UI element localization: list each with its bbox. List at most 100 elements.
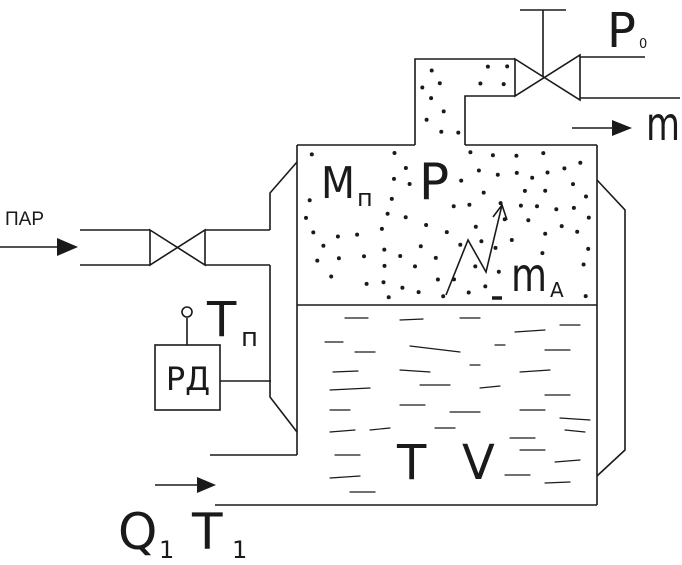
steam-dot (562, 166, 567, 171)
right-jacket (596, 179, 626, 477)
steam-dot (571, 205, 576, 210)
outlet-pipe-inner-wall (464, 95, 515, 145)
steam-dot (530, 175, 535, 180)
steam-dot (518, 203, 523, 208)
steam-dot (483, 284, 488, 289)
steam-dot (433, 255, 438, 260)
liquid-dash (329, 429, 356, 433)
regulator-sensor-bulb (181, 306, 193, 318)
steam-dot (583, 294, 588, 299)
steam-dot (505, 64, 510, 69)
steam-dot (439, 129, 444, 134)
steam-dot (501, 82, 506, 87)
steam-dot (382, 247, 387, 252)
steam-dot (441, 294, 446, 299)
steam-dot (389, 196, 394, 201)
steam-dot (424, 117, 429, 122)
steam-dot (381, 280, 386, 285)
steam-dot (329, 274, 334, 279)
steam-dot (429, 68, 434, 73)
outlet-pipe-outer-wall (414, 58, 515, 145)
steam-dot (495, 172, 500, 177)
steam-dot (473, 224, 478, 229)
liquid-dash (409, 345, 461, 353)
steam-dot (304, 215, 308, 220)
evaporation-flow-symbol: m (511, 248, 547, 302)
feed-arrowhead (197, 477, 216, 493)
evaporation-arrow (445, 204, 503, 296)
steam-dot (490, 153, 495, 158)
steam-dot (514, 170, 519, 175)
steam-dot (575, 229, 580, 234)
liquid-dash (369, 427, 391, 431)
steam-dot (435, 277, 440, 282)
steam-dot (496, 269, 501, 274)
regulator-label: РД (166, 360, 210, 398)
steam-dot (311, 230, 316, 235)
steam-dot (307, 198, 312, 203)
inlet-temperature-symbol: T (191, 503, 223, 561)
steam-dot (509, 238, 514, 242)
vapor-pressure-symbol: P (419, 153, 449, 211)
evaporation-arrowhead (492, 203, 508, 221)
vapor-mass-symbol: M (321, 158, 355, 209)
steam-dot (586, 215, 591, 220)
steam-dot (559, 224, 564, 229)
steam-temperature-symbol: T (206, 292, 237, 348)
steam-dot (479, 239, 484, 244)
steam-dot (420, 85, 425, 90)
steam-dot (321, 243, 326, 248)
steam-dot (466, 290, 471, 295)
inlet-flow-symbol: Q (118, 503, 157, 561)
steam-dot (398, 254, 403, 258)
liquid-volume-symbol: V (462, 435, 495, 491)
outlet-flow-symbol: m (646, 97, 680, 151)
steam-dot (571, 182, 575, 187)
steam-dot (392, 176, 396, 181)
steam-dot (541, 151, 546, 156)
outlet-pressure-symbol: P (607, 3, 636, 59)
steam-dot (526, 218, 531, 223)
steam-dot (456, 130, 461, 135)
steam-dot (584, 194, 588, 199)
steam-dot (473, 264, 478, 269)
steam-dot (543, 188, 548, 193)
liquid-dash (329, 387, 371, 391)
left-jacket-lower (269, 265, 298, 433)
outlet-valve (514, 53, 581, 102)
steam-dot (545, 170, 550, 175)
steam-dot (392, 151, 397, 155)
liquid-dash (399, 318, 424, 321)
liquid-dash (559, 417, 591, 421)
steam-dot (385, 211, 390, 216)
steam-dot (451, 204, 456, 209)
steam-dot (540, 251, 545, 256)
steam-dot (578, 160, 583, 165)
steam-dot (362, 254, 366, 259)
steam-dot (522, 188, 527, 193)
inlet-temperature-subscript: 1 (232, 536, 247, 564)
steam-dot (498, 201, 503, 206)
steam-dot (586, 246, 591, 251)
steam-valve (149, 228, 206, 267)
liquid-dash (514, 329, 546, 333)
steam-dot (458, 242, 463, 247)
steam-dot (493, 245, 498, 250)
steam-dot (403, 215, 408, 220)
steam-dot (485, 64, 490, 69)
steam-dot (481, 190, 486, 195)
steam-dot (309, 152, 314, 157)
steam-dot (444, 230, 449, 235)
steam-dot (407, 182, 412, 186)
liquid-dash (479, 385, 501, 389)
steam-dot (543, 231, 548, 236)
liquid-temperature-symbol: T (396, 435, 427, 491)
steam-dot (581, 262, 586, 267)
steam-dot (476, 168, 481, 173)
liquid-space-dashes (324, 317, 591, 493)
steam-dot (478, 81, 483, 86)
steam-dot (424, 223, 429, 227)
steam-dot (441, 109, 446, 114)
inlet-flow-subscript: 1 (159, 536, 174, 564)
